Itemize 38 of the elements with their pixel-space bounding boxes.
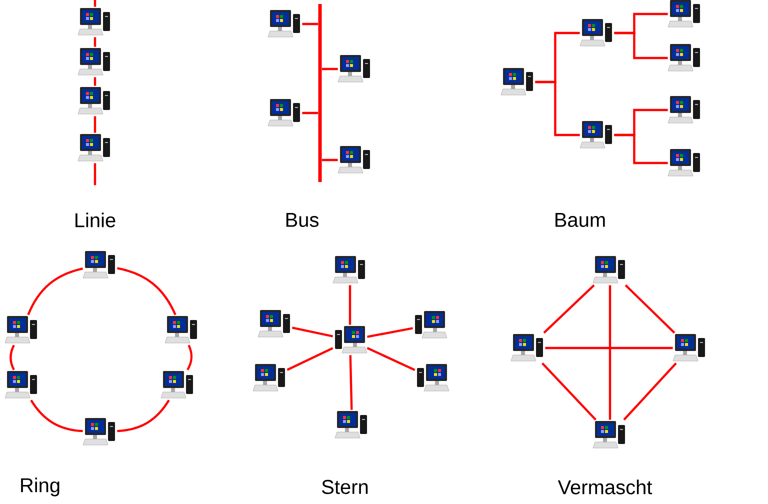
computer-drawing	[668, 149, 700, 176]
computer-drawing	[668, 0, 700, 28]
computer-drawing	[78, 48, 110, 76]
computer-drawing	[4, 316, 37, 344]
computer-drawing	[510, 334, 543, 362]
computer-drawing	[78, 87, 110, 114]
computer-drawing	[672, 334, 705, 362]
topology-label: Linie	[76, 212, 116, 228]
computer-drawing	[4, 371, 37, 398]
computer-drawing	[668, 96, 700, 124]
computer-drawing	[258, 310, 290, 338]
computer-drawing	[268, 99, 300, 126]
computer-drawing	[268, 10, 300, 38]
topology-label: Baum	[556, 213, 605, 227]
computer-drawing	[160, 371, 193, 398]
computer-drawing	[500, 68, 533, 96]
computer-drawing	[82, 251, 115, 278]
computer-drawing	[78, 134, 110, 162]
computer-drawing	[78, 8, 110, 36]
computer-drawing	[580, 121, 612, 148]
computer-drawing	[417, 364, 450, 392]
computer-drawing	[592, 421, 625, 448]
computer-drawing	[592, 256, 625, 284]
computer-drawing	[668, 44, 700, 72]
computer-drawing	[332, 256, 365, 284]
computer-drawing	[338, 146, 370, 174]
topology-label: Bus	[286, 213, 318, 227]
computer-drawing	[338, 55, 370, 82]
computer-drawing	[415, 311, 448, 338]
computer-drawing	[164, 316, 197, 344]
computer-drawing	[82, 418, 115, 446]
computer-drawing	[335, 326, 368, 354]
computer-drawing	[252, 364, 285, 392]
topology-label: Ring	[21, 478, 60, 496]
topology-label: Stern	[322, 480, 368, 494]
computer-drawing	[334, 411, 367, 438]
computer-drawing	[580, 19, 612, 46]
topology-label: Vermascht	[558, 480, 652, 494]
